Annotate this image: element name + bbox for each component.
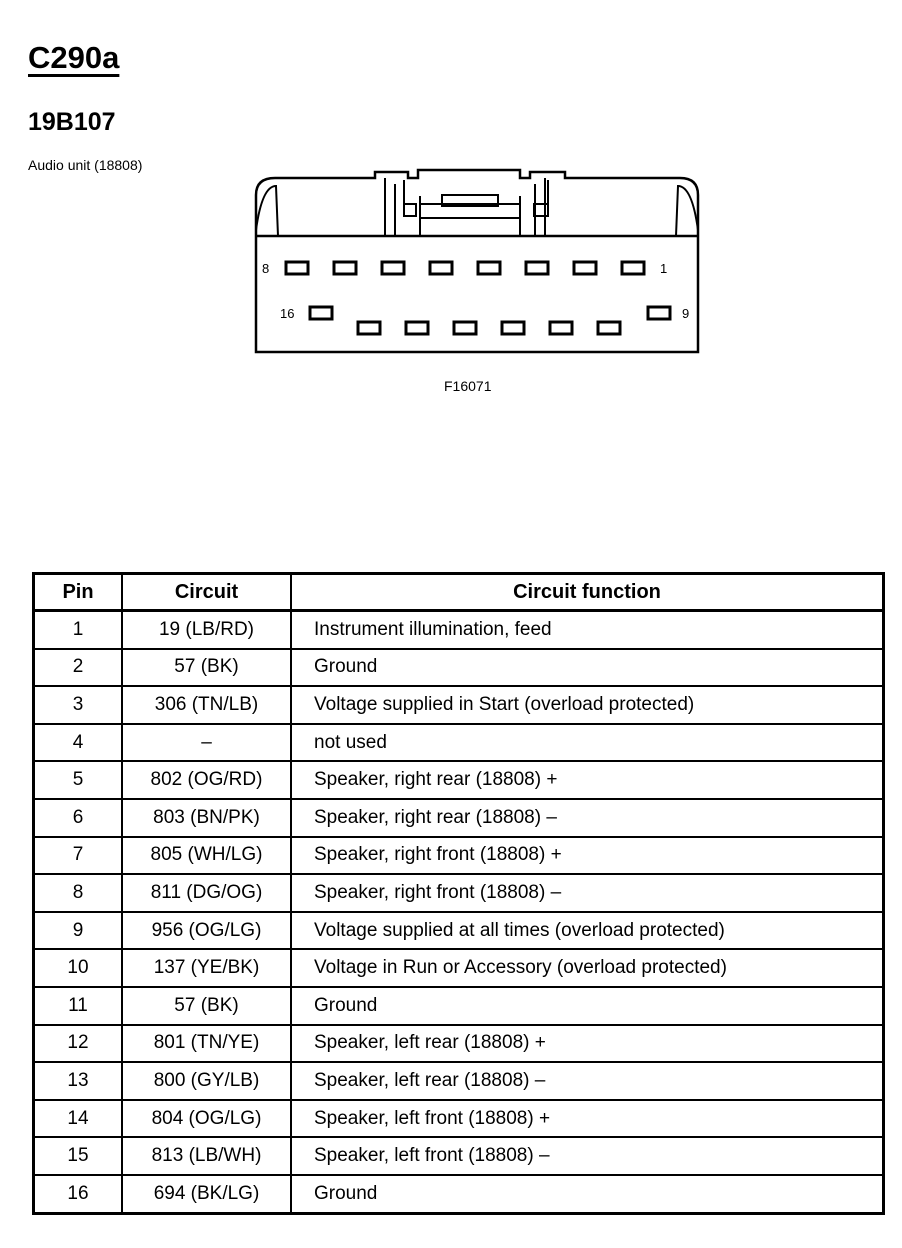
figure-id: F16071 [444,378,492,394]
function-cell: Voltage supplied in Start (overload prot… [290,685,885,725]
circuit-cell: 956 (OG/LG) [121,910,292,951]
circuit-cell: 801 (TN/YE) [121,1023,292,1064]
circuit-cell: 803 (BN/PK) [121,797,292,838]
pin-cell: 6 [32,797,123,838]
part-number: 19B107 [28,108,116,136]
function-cell: Speaker, right rear (18808) – [290,797,885,838]
pin-cell: 12 [32,1023,123,1064]
connector-face-diagram: 8 1 16 9 [254,168,700,354]
pin-cell: 2 [32,647,123,688]
function-cell: Instrument illumination, feed [290,609,885,650]
function-cell: Speaker, left front (18808) – [290,1136,885,1176]
function-cell: Ground [290,985,885,1026]
function-cell: Ground [290,647,885,688]
function-cell: Ground [290,1173,885,1215]
pin-cell: 10 [32,948,123,988]
circuit-cell: 19 (LB/RD) [121,609,292,650]
header-circuit: Circuit [121,572,292,612]
circuit-cell: 694 (BK/LG) [121,1173,292,1215]
function-cell: Speaker, left rear (18808) + [290,1023,885,1064]
pin-cell: 7 [32,835,123,876]
circuit-cell: 804 (OG/LG) [121,1098,292,1139]
pin-cell: 15 [32,1136,123,1176]
function-cell: not used [290,722,885,763]
pin-cell: 11 [32,985,123,1026]
circuit-cell: 813 (LB/WH) [121,1136,292,1176]
connector-housing [254,168,700,354]
pin-label-1: 1 [660,261,667,276]
pin-cell: 8 [32,873,123,913]
function-cell: Voltage in Run or Accessory (overload pr… [290,948,885,988]
pin-cell: 3 [32,685,123,725]
pin-cell: 9 [32,910,123,951]
pin-cell: 4 [32,722,123,763]
function-cell: Voltage supplied at all times (overload … [290,910,885,951]
circuit-cell: 811 (DG/OG) [121,873,292,913]
circuit-cell: 800 (GY/LB) [121,1061,292,1101]
circuit-cell: 802 (OG/RD) [121,760,292,800]
function-cell: Speaker, left front (18808) + [290,1098,885,1139]
circuit-cell: 805 (WH/LG) [121,835,292,876]
circuit-cell: 137 (YE/BK) [121,948,292,988]
pin-label-16: 16 [280,306,294,321]
connector-id: C290a [28,40,120,75]
table-row: 4–not used [32,722,885,763]
circuit-cell: 306 (TN/LB) [121,685,292,725]
top-pin-row [284,260,646,276]
table-header-row: Pin Circuit Circuit function [32,572,885,612]
pin-cell: 16 [32,1173,123,1215]
pin-cell: 1 [32,609,123,650]
circuit-cell: 57 (BK) [121,985,292,1026]
function-cell: Speaker, right front (18808) – [290,873,885,913]
component-name: Audio unit (18808) [28,157,143,173]
circuit-cell: 57 (BK) [121,647,292,688]
header-function: Circuit function [290,572,885,612]
circuit-cell: – [121,722,292,763]
bottom-pin-row [308,305,672,336]
pin-label-9: 9 [682,306,689,321]
function-cell: Speaker, left rear (18808) – [290,1061,885,1101]
pin-label-8: 8 [262,261,269,276]
header-pin: Pin [32,572,123,612]
pin-cell: 13 [32,1061,123,1101]
function-cell: Speaker, right rear (18808) + [290,760,885,800]
pin-cell: 5 [32,760,123,800]
pin-cell: 14 [32,1098,123,1139]
function-cell: Speaker, right front (18808) + [290,835,885,876]
